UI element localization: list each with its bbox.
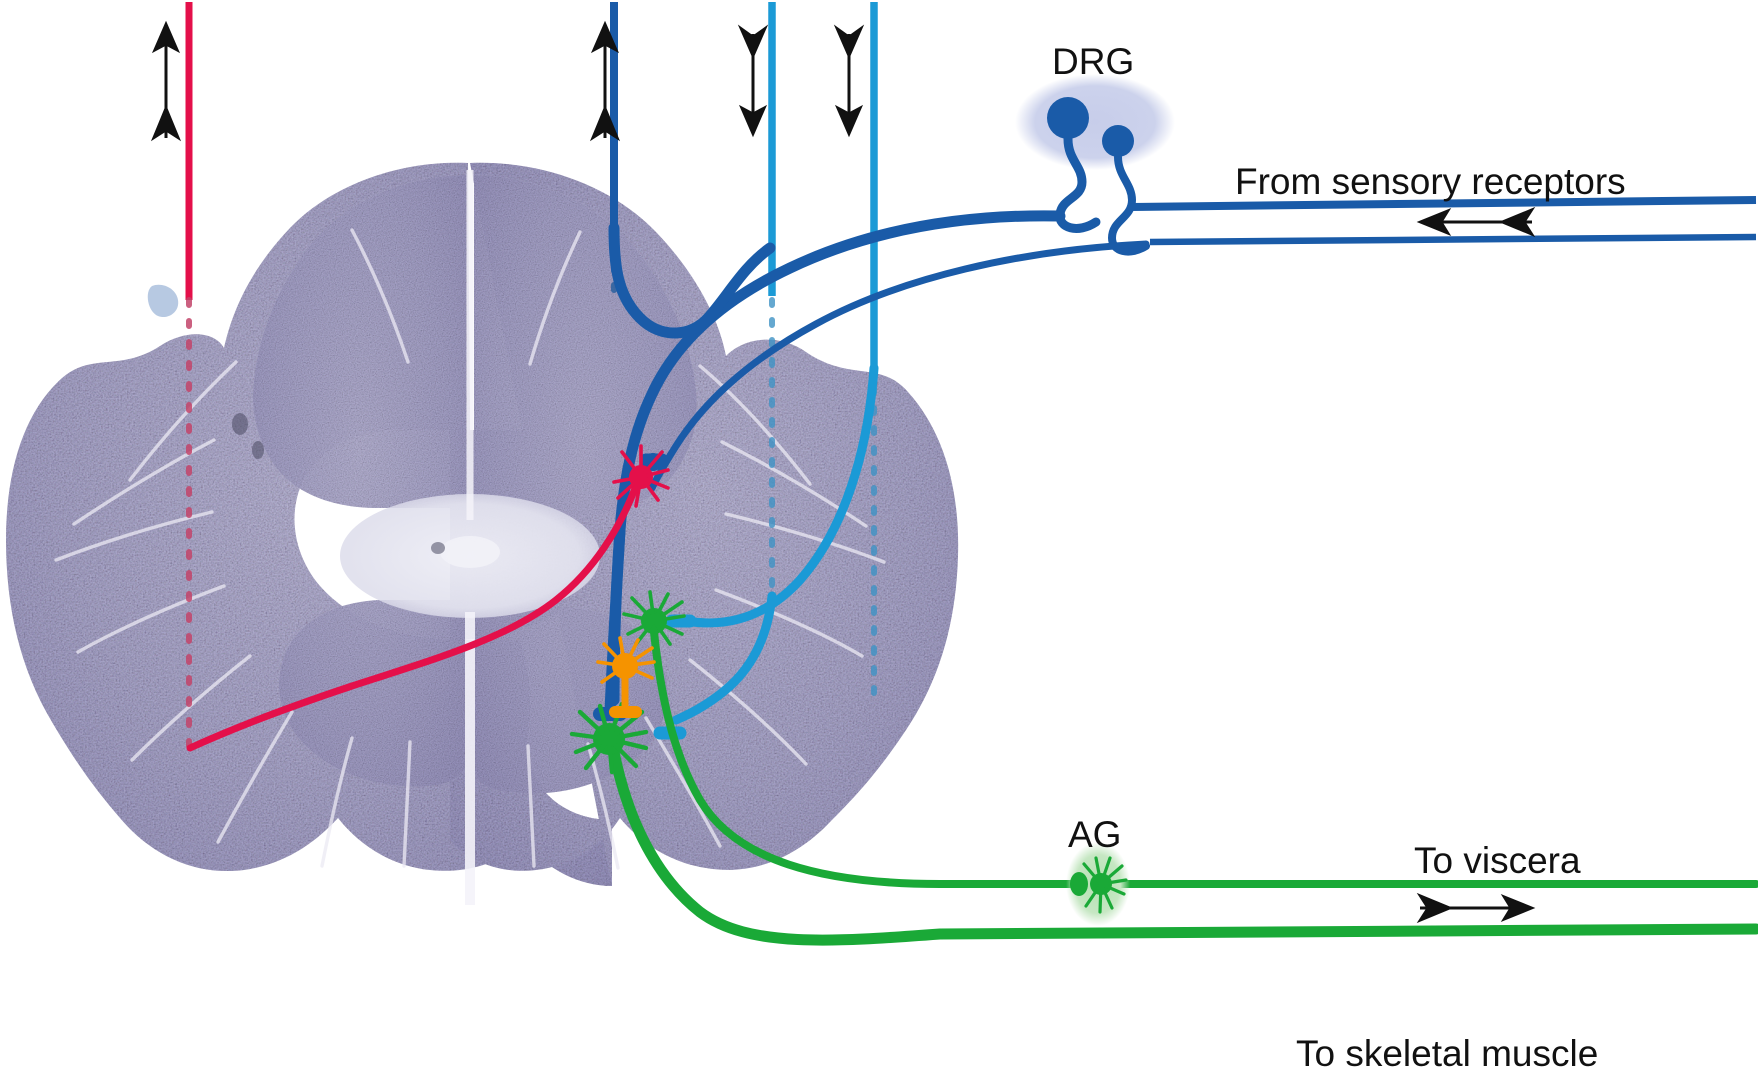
label-to-viscera: To viscera bbox=[1414, 840, 1581, 881]
autonomic-ganglion-group bbox=[1066, 842, 1130, 926]
drg-halo bbox=[1015, 74, 1175, 170]
flow-arrows-right bbox=[1416, 206, 1536, 924]
gray-matter-butterfly bbox=[252, 175, 466, 787]
alpha-motor-neuron-soma bbox=[569, 701, 649, 775]
label-drg: DRG bbox=[1052, 41, 1135, 82]
direction-arrows-top bbox=[150, 20, 865, 142]
white-matter-striations bbox=[54, 228, 886, 870]
arrow-afferent-left bbox=[1416, 206, 1536, 238]
arrow-up-darkblue-tract bbox=[589, 20, 621, 142]
drg-large-neuron-process bbox=[1055, 134, 1101, 233]
crimson-neuron-soma bbox=[612, 444, 670, 508]
renshaw-neuron-soma bbox=[596, 636, 656, 684]
label-ag: AG bbox=[1068, 814, 1122, 855]
preganglionic-autonomic-axon bbox=[650, 628, 1758, 888]
arrow-down-lightblue-1-tract bbox=[737, 24, 769, 138]
arrow-efferent-right bbox=[1416, 892, 1536, 924]
drg-large-sensory-soma bbox=[1047, 97, 1089, 139]
crimson-decussating-axon bbox=[186, 482, 640, 752]
central-canal bbox=[440, 536, 500, 568]
afferent-peripheral-nerve-lower bbox=[1149, 233, 1757, 246]
descending-lightblue-2-to-interneuron bbox=[681, 363, 879, 628]
descending-lightblue-1-to-interneuron bbox=[671, 591, 777, 725]
afferent-central-branch-dorsal-horn bbox=[648, 240, 1150, 492]
preganglionic-neuron-soma bbox=[622, 590, 686, 646]
label-from-sensory-receptors: From sensory receptors bbox=[1235, 161, 1626, 202]
drg-small-sensory-soma bbox=[1102, 125, 1134, 157]
afferent-peripheral-nerve-upper bbox=[1129, 196, 1757, 211]
tissue-artifact-left bbox=[147, 284, 179, 318]
label-to-skeletal-muscle: To skeletal muscle bbox=[1296, 1033, 1599, 1074]
afferent-monosynaptic-to-motoneuron bbox=[604, 529, 626, 713]
arrow-up-crimson-tract bbox=[150, 20, 182, 142]
spinal-cord-section bbox=[6, 162, 959, 905]
blood-vessels bbox=[232, 413, 445, 554]
arrow-down-lightblue-2-tract bbox=[833, 24, 865, 138]
ag-presynaptic-terminal bbox=[1070, 872, 1088, 896]
renshaw-interneuron-group bbox=[596, 636, 656, 718]
afferent-dorsal-column-hook bbox=[608, 222, 776, 339]
dorsal-root-ganglion-group bbox=[1015, 74, 1175, 256]
ag-postganglionic-soma bbox=[1082, 856, 1128, 914]
drg-small-neuron-process bbox=[1107, 153, 1150, 256]
dorsal-horn-projection-neuron-group bbox=[186, 444, 670, 752]
alpha-motor-neuron-axon bbox=[608, 746, 1758, 946]
